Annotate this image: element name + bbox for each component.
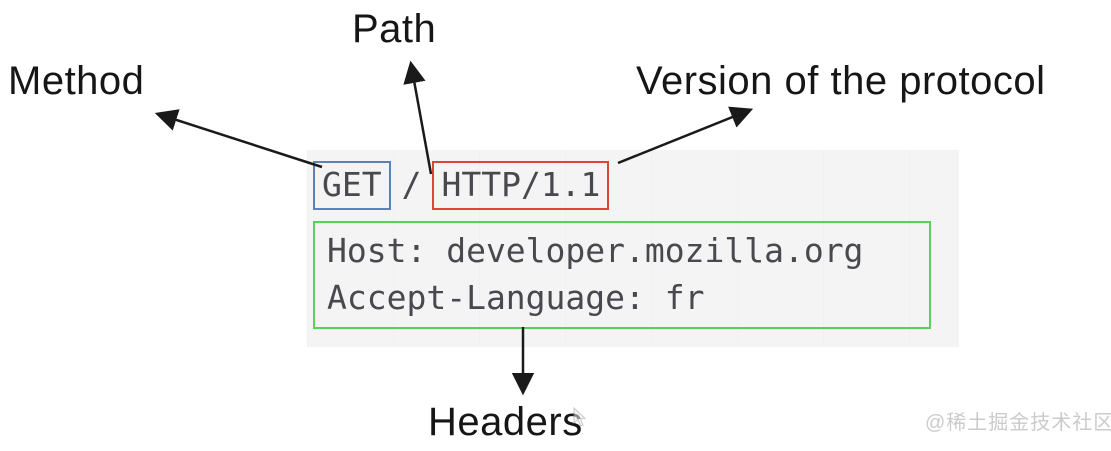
path-label: Path [352,7,437,51]
method-label: Method [8,59,145,103]
header-line-accept-language: Accept-Language: fr [327,278,705,317]
path-text: / [401,165,422,204]
header-line-host: Host: developer.mozilla.org [327,231,864,270]
version-box: HTTP/1.1 [432,161,610,210]
request-panel: GET / HTTP/1.1 Host: developer.mozilla.o… [307,150,959,347]
headers-label: Headers [428,400,583,444]
watermark: @稀土掘金技术社区 [925,412,1111,434]
method-arrow [154,109,323,169]
mouse-cursor-icon [573,407,587,427]
version-of-protocol-label: Version of the protocol [636,59,1046,103]
headers-box: Host: developer.mozilla.org Accept-Langu… [313,221,931,329]
request-line: GET / HTTP/1.1 [313,161,610,210]
method-box: GET [313,161,391,210]
